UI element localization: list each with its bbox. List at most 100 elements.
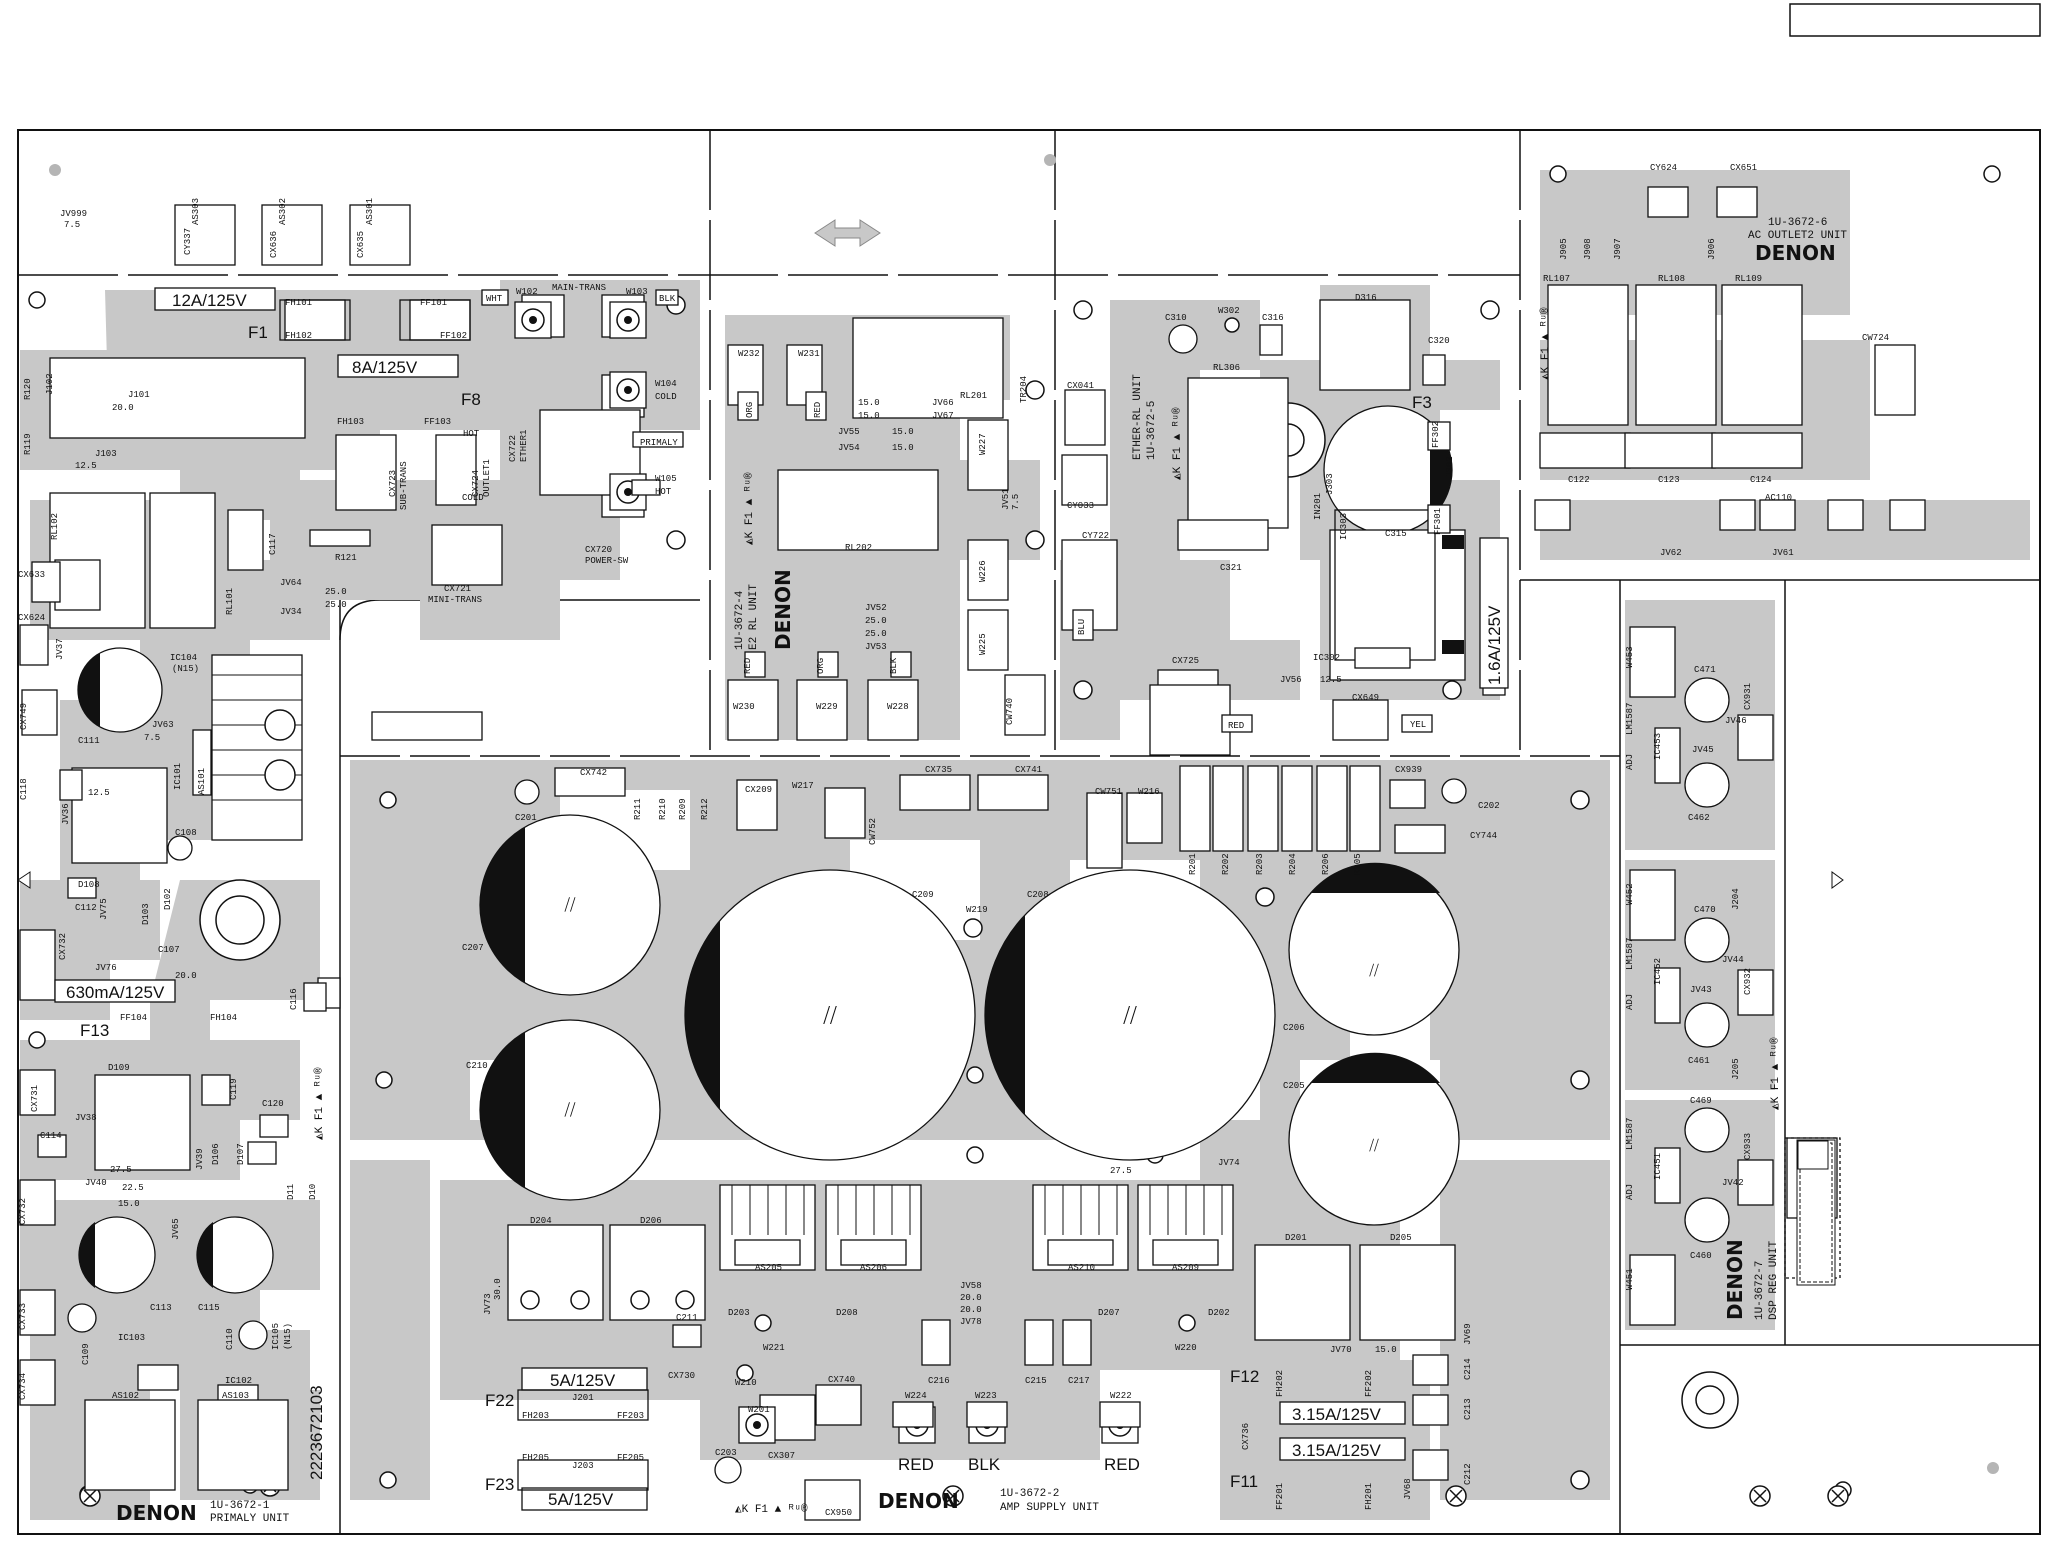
wire-color-boxes bbox=[481, 289, 1433, 1428]
label-c118: C118 bbox=[19, 778, 29, 800]
label-hot: HOT bbox=[655, 487, 672, 497]
label-mini-trans: MINI-TRANS bbox=[428, 595, 482, 605]
label-c207: C207 bbox=[462, 943, 484, 953]
label-7-5-b: 7.5 bbox=[144, 733, 160, 743]
label-cx939: CX939 bbox=[1395, 765, 1422, 775]
label-d202: D202 bbox=[1208, 1308, 1230, 1318]
label-ff302: FF302 bbox=[1431, 421, 1441, 448]
label-d208: D208 bbox=[836, 1308, 858, 1318]
label-jv76: JV76 bbox=[95, 963, 117, 973]
label-jv63: JV63 bbox=[152, 720, 174, 730]
label-d206: D206 bbox=[640, 1216, 662, 1226]
label-cw740: CW740 bbox=[1005, 698, 1015, 725]
label-c113: C113 bbox=[150, 1303, 172, 1313]
label-w102: W102 bbox=[516, 287, 538, 297]
label-r202: R202 bbox=[1221, 853, 1231, 875]
label-cy033: CY033 bbox=[1067, 501, 1094, 511]
svg-text:⧸⧸: ⧸⧸ bbox=[565, 1102, 576, 1119]
label-tr204: TR204 bbox=[1019, 376, 1029, 403]
label-adj-c: ADJ bbox=[1625, 1184, 1635, 1200]
label-ether1: ETHER1 bbox=[519, 430, 529, 462]
label-cold: COLD bbox=[655, 392, 677, 402]
label-c124: C124 bbox=[1750, 475, 1772, 485]
label-c109: C109 bbox=[81, 1343, 91, 1365]
label-ff102: FF102 bbox=[440, 331, 467, 341]
label-jv999: JV999 bbox=[60, 209, 87, 219]
label-jv78: JV78 bbox=[960, 1317, 982, 1327]
label-20-0-b: 20.0 bbox=[175, 971, 197, 981]
label-cx749: CX749 bbox=[19, 703, 29, 730]
label-c111: C111 bbox=[78, 736, 100, 746]
label-jv66: JV66 bbox=[932, 398, 954, 408]
label-jv75: JV75 bbox=[99, 898, 109, 920]
label-c214: C214 bbox=[1463, 1358, 1473, 1380]
label-c310: C310 bbox=[1165, 313, 1187, 323]
label-d204: D204 bbox=[530, 1216, 552, 1226]
fuse-holders bbox=[54, 287, 1509, 1511]
label-d10: D10 bbox=[308, 1184, 318, 1200]
label-fh202: FH202 bbox=[1275, 1370, 1285, 1397]
triangle-marker-left bbox=[17, 871, 31, 889]
label-15-0-b: 15.0 bbox=[858, 411, 880, 421]
fuse-f12-rating: 3.15A/125V bbox=[1292, 1405, 1382, 1424]
fuse-f13-label: F13 bbox=[80, 1021, 109, 1040]
fuse-f12-label: F12 bbox=[1230, 1367, 1259, 1386]
label-15-0-d: 15.0 bbox=[892, 443, 914, 453]
label-j908: J908 bbox=[1583, 238, 1593, 260]
brand-rl: DENON bbox=[771, 569, 795, 650]
label-cx741: CX741 bbox=[1015, 765, 1042, 775]
label-n15: (N15) bbox=[172, 664, 199, 674]
label-ic452: IC452 bbox=[1653, 958, 1663, 985]
label-ac110: AC110 bbox=[1765, 493, 1792, 503]
fuse-f8-rating: 8A/125V bbox=[352, 358, 418, 377]
component-labels: JV999 7.5 AS303 CY337 AS302 CX636 AS301 … bbox=[18, 163, 1889, 1518]
board-rl-name: E2 RL UNIT bbox=[748, 584, 760, 650]
label-cx731: CX731 bbox=[30, 1085, 40, 1112]
fuse-f22-label: F22 bbox=[485, 1391, 514, 1410]
label-w225: W225 bbox=[978, 633, 988, 655]
label-ic102: IC102 bbox=[225, 1376, 252, 1386]
label-r205: R205 bbox=[1353, 853, 1363, 875]
label-w230: W230 bbox=[733, 702, 755, 712]
label-w453: W453 bbox=[1625, 646, 1635, 668]
label-blk-rl: BLK bbox=[889, 657, 899, 674]
label-w219: W219 bbox=[966, 905, 988, 915]
label-hot-2: HOT bbox=[463, 429, 480, 439]
label-c461: C461 bbox=[1688, 1056, 1710, 1066]
label-jv53: JV53 bbox=[865, 642, 887, 652]
label-power-sw: POWER-SW bbox=[585, 556, 629, 566]
label-d107: D107 bbox=[236, 1143, 246, 1165]
label-jv51: JV51 bbox=[1001, 488, 1011, 510]
label-20-0-d: 20.0 bbox=[960, 1305, 982, 1315]
label-jv43: JV43 bbox=[1690, 985, 1712, 995]
label-cx931: CX931 bbox=[1743, 683, 1753, 710]
label-jv44: JV44 bbox=[1722, 955, 1744, 965]
board-ether-name: ETHER-RL UNIT bbox=[1132, 374, 1144, 460]
label-cx720: CX720 bbox=[585, 545, 612, 555]
label-ic303: IC303 bbox=[1339, 513, 1349, 540]
board-amp-name: AMP SUPPLY UNIT bbox=[1000, 1502, 1099, 1514]
label-r201: R201 bbox=[1188, 853, 1198, 875]
label-jv45: JV45 bbox=[1692, 745, 1714, 755]
label-d109: D109 bbox=[108, 1063, 130, 1073]
label-c210: C210 bbox=[466, 1061, 488, 1071]
capacitor-c205 bbox=[1288, 1052, 1460, 1226]
label-as102: AS102 bbox=[112, 1391, 139, 1401]
label-ff101: FF101 bbox=[420, 298, 447, 308]
label-c211: C211 bbox=[676, 1313, 698, 1323]
label-r204: R204 bbox=[1288, 853, 1298, 875]
label-j203: J203 bbox=[572, 1461, 594, 1471]
label-ff104: FF104 bbox=[120, 1013, 147, 1023]
svg-text:⧸⧸: ⧸⧸ bbox=[1123, 1005, 1137, 1027]
label-jv46: JV46 bbox=[1725, 716, 1747, 726]
label-cx724: CX724 bbox=[471, 470, 481, 497]
label-c205: C205 bbox=[1283, 1081, 1305, 1091]
label-rl101: RL101 bbox=[225, 588, 235, 615]
label-jv69: JV69 bbox=[1463, 1323, 1473, 1345]
label-27-5: 27.5 bbox=[110, 1165, 132, 1175]
board-primary-name: PRIMALY UNIT bbox=[210, 1513, 290, 1525]
label-c114: C114 bbox=[40, 1131, 62, 1141]
board-ether-code: 1U-3672-5 bbox=[1146, 401, 1158, 460]
label-ic101: IC101 bbox=[173, 763, 183, 790]
label-c107: C107 bbox=[158, 945, 180, 955]
